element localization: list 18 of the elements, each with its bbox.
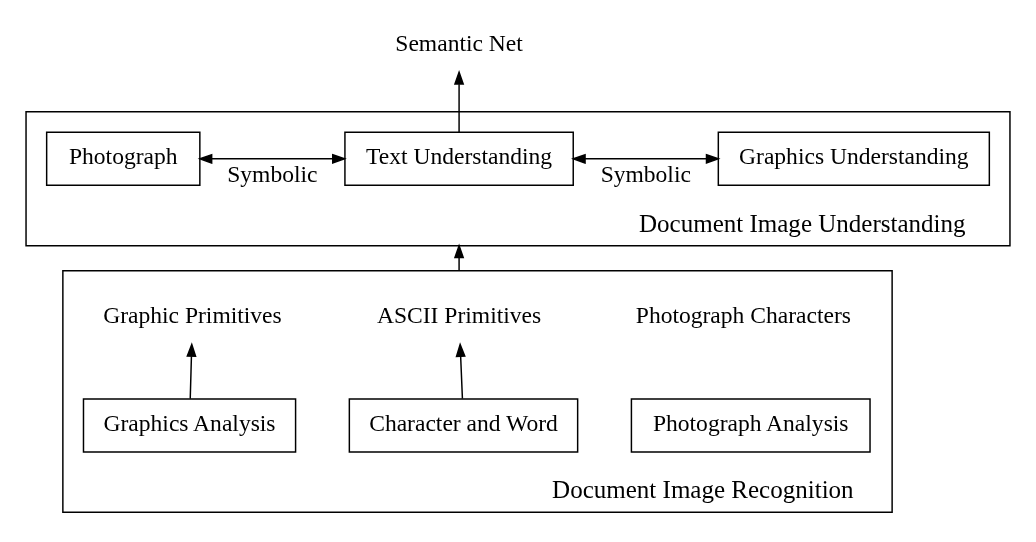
node-box: Graphics Understanding — [717, 131, 991, 186]
edge-label: Symbolic — [227, 160, 318, 187]
node-text: ASCII Primitives — [376, 301, 542, 328]
node-text: Semantic Net — [395, 29, 523, 56]
node-box: Photograph Analysis — [630, 397, 871, 453]
arrow — [197, 153, 347, 164]
edge-label: Symbolic — [600, 160, 691, 187]
label: Photograph Characters — [635, 301, 851, 328]
node-text: Graphic Primitives — [103, 301, 282, 328]
node-box: Photograph — [45, 131, 201, 186]
node-box: Graphics Analysis — [82, 397, 297, 453]
node-box: Text Understanding — [344, 131, 574, 186]
arrow — [571, 153, 721, 164]
arrow — [455, 341, 466, 399]
arrow — [186, 341, 197, 399]
arrow — [453, 69, 465, 133]
arrow — [453, 243, 465, 271]
node-box: Character and Word — [348, 397, 579, 453]
